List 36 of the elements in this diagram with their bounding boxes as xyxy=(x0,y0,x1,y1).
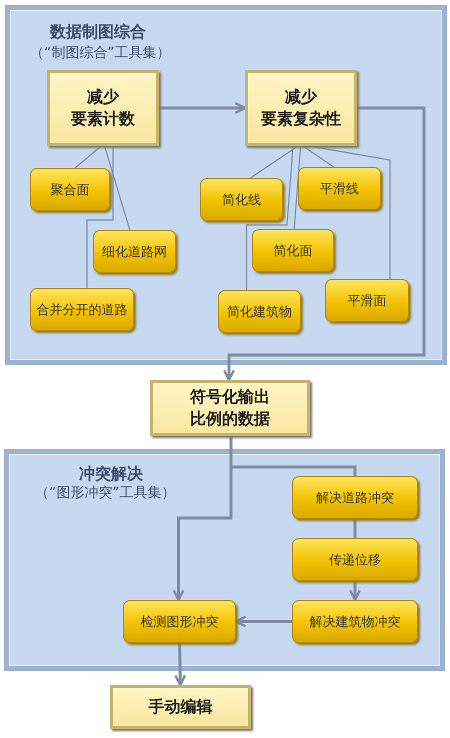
process-box: 减少要素复杂性 xyxy=(245,70,357,146)
tool-box: 检测图形冲突 xyxy=(123,600,236,643)
arrow xyxy=(349,581,361,602)
process-box: 符号化输出比例的数据 xyxy=(150,380,310,436)
panel-title: 冲突解决 xyxy=(79,464,143,485)
arrow xyxy=(234,616,292,628)
toolset-panel xyxy=(4,449,445,671)
panel-subtitle: （“制图综合”工具集） xyxy=(30,44,171,62)
tool-box: 简化建筑物 xyxy=(218,290,301,333)
tool-box: 平滑线 xyxy=(298,167,381,210)
process-box: 手动编辑 xyxy=(110,685,251,729)
toolset-panel xyxy=(5,5,447,365)
connector-line xyxy=(86,146,114,288)
tool-box: 细化道路网 xyxy=(93,230,176,273)
connector-line xyxy=(302,146,334,168)
connector-line xyxy=(246,146,294,290)
connector-line xyxy=(74,146,102,168)
arrow xyxy=(174,642,186,686)
panel-title: 数据制图综合 xyxy=(50,22,146,43)
arrow xyxy=(223,106,426,382)
tool-box: 聚合面 xyxy=(30,168,110,211)
connector-line xyxy=(308,145,391,279)
arrow xyxy=(159,102,246,114)
tool-box: 合并分开的道路 xyxy=(30,288,134,331)
tool-box: 传递位移 xyxy=(292,538,418,581)
connector-line xyxy=(250,146,298,178)
connector-line xyxy=(294,146,302,230)
connector-line xyxy=(104,146,130,230)
process-box: 减少要素计数 xyxy=(47,70,159,146)
connector-line xyxy=(354,519,356,538)
tool-box: 简化线 xyxy=(200,178,283,221)
tool-box: 解决建筑物冲突 xyxy=(292,600,418,643)
tool-box: 解决道路冲突 xyxy=(292,476,418,519)
panel-subtitle: （“图形冲突”工具集） xyxy=(35,484,176,502)
tool-box: 简化面 xyxy=(252,229,334,272)
tool-box: 平滑面 xyxy=(325,279,409,322)
